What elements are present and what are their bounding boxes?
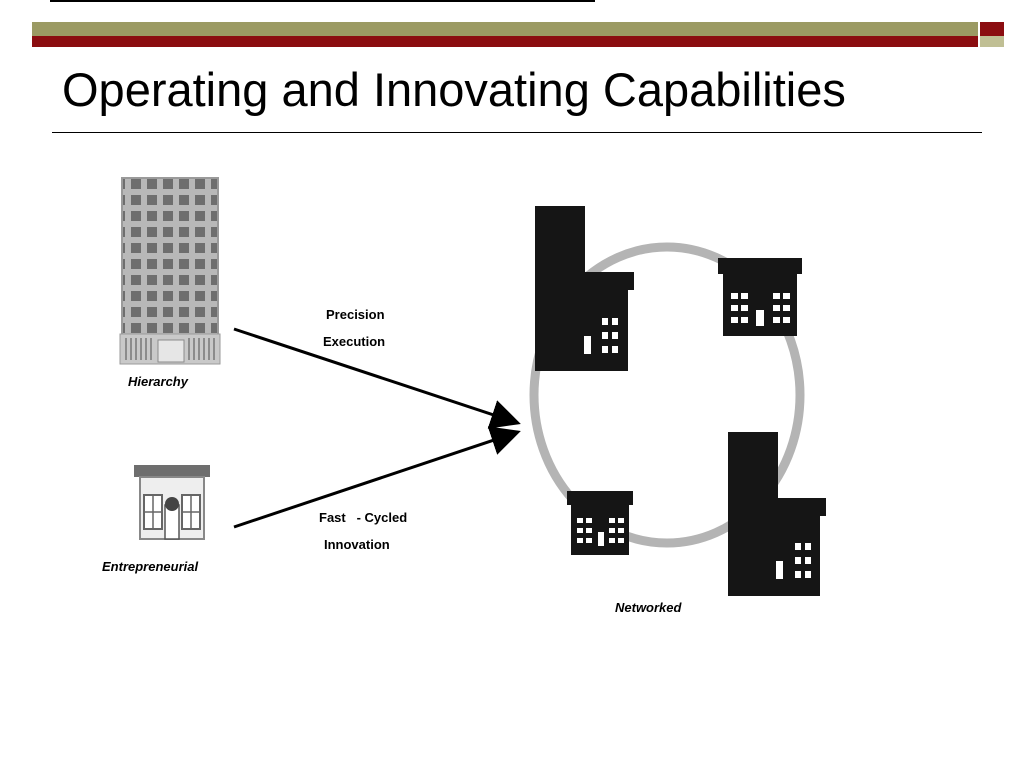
edge-label-precision: Precision xyxy=(326,307,385,322)
node-label-hierarchy: Hierarchy xyxy=(128,374,188,389)
arrow-precision-execution xyxy=(233,327,521,429)
storefront-icon xyxy=(134,465,210,540)
page-title: Operating and Innovating Capabilities xyxy=(62,63,846,116)
header-corner-olive xyxy=(980,36,1004,47)
node-label-networked: Networked xyxy=(615,600,682,615)
tall-building-top-icon xyxy=(535,206,634,371)
arrow-fast-cycled-innovation xyxy=(233,426,521,529)
edge-label-fast-cycled: Fast - Cycled xyxy=(319,510,408,525)
header-corner-maroon xyxy=(980,22,1004,36)
network-ring xyxy=(529,242,805,548)
small-building-top-icon xyxy=(718,258,802,336)
tall-building-bottom-icon xyxy=(728,432,826,596)
title-rule xyxy=(52,132,982,133)
header-bar-maroon xyxy=(32,36,978,47)
edge-label-innovation: Innovation xyxy=(324,537,390,552)
header-bar-olive xyxy=(32,22,978,36)
office-tower-icon xyxy=(119,177,221,365)
node-label-entrepreneurial: Entrepreneurial xyxy=(102,559,199,574)
building-network-icon xyxy=(529,206,826,596)
edge-label-execution: Execution xyxy=(323,334,386,349)
top-rule xyxy=(50,0,595,2)
small-building-bottom-icon xyxy=(567,491,633,555)
header-bar xyxy=(32,22,1004,47)
